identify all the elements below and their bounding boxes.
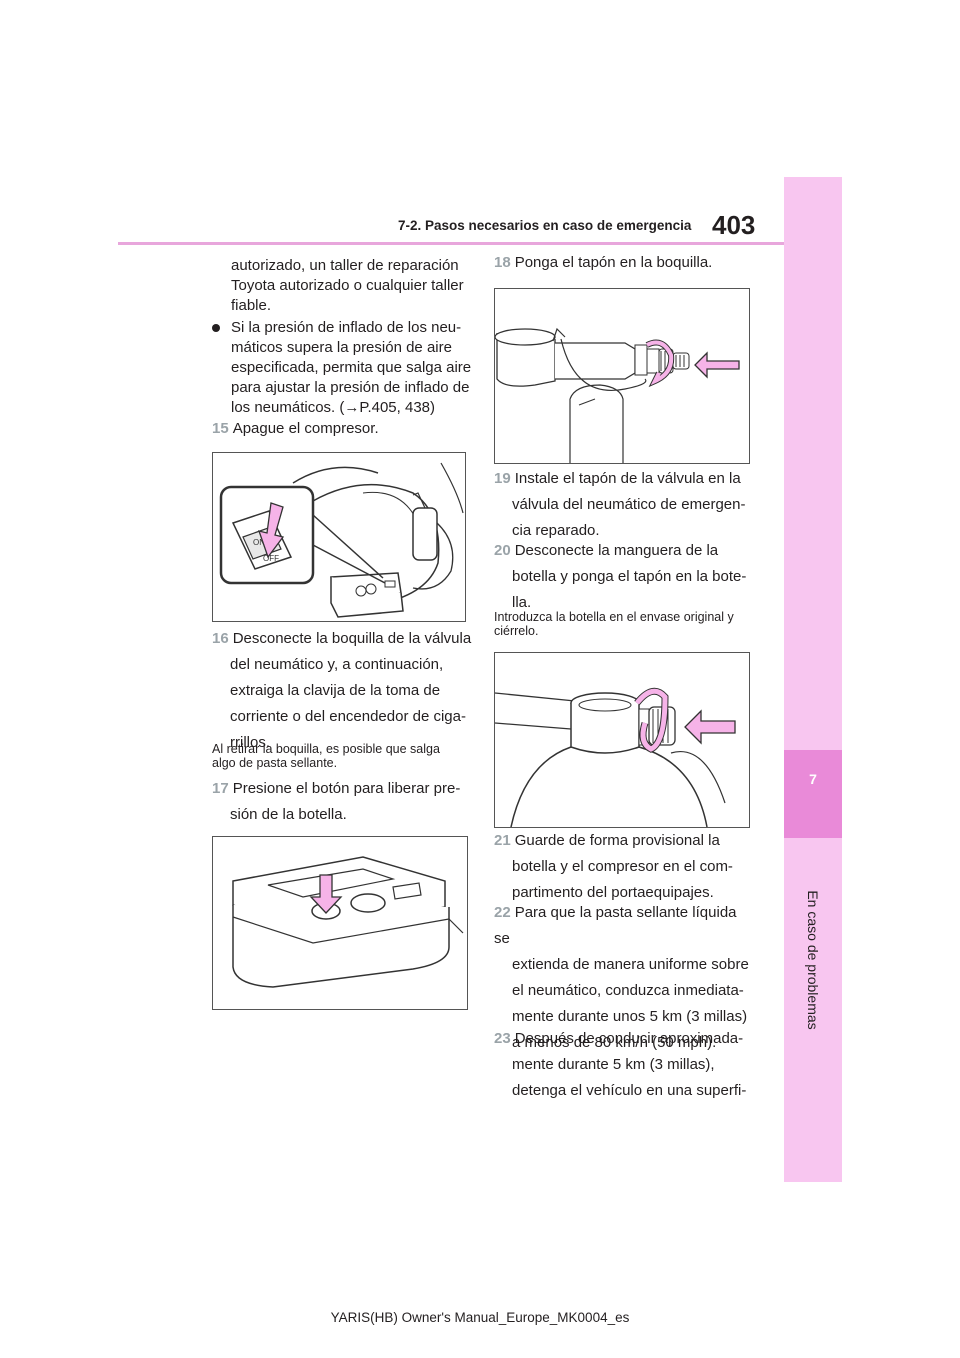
step-number: 16 [212, 630, 229, 647]
push-arrow-icon [684, 709, 736, 745]
step-number: 20 [494, 542, 511, 559]
page-number: 403 [712, 210, 756, 240]
press-arrow-icon [257, 502, 285, 559]
step-number: 19 [494, 470, 511, 487]
figure-cap-nozzle [494, 288, 750, 464]
figure-release-button [212, 836, 468, 1010]
step-number: 15 [212, 420, 229, 437]
header-divider [118, 242, 784, 245]
compressor-switch-illustration: ON OFF [219, 462, 464, 618]
footer-manual-id: YARIS(HB) Owner's Manual_Europe_MK0004_e… [330, 1310, 630, 1325]
chapter-side-tab [784, 177, 842, 1182]
figure-cap-bottle [494, 652, 750, 828]
figure-compressor-switch: ON OFF [212, 452, 466, 622]
press-arrow-icon [309, 874, 343, 914]
step-number: 18 [494, 254, 511, 271]
intro-text: autorizado, un taller de reparación Toyo… [231, 257, 464, 314]
note-16: Al retirar la boquilla, es posible que s… [212, 742, 440, 770]
chapter-number-box [784, 750, 842, 838]
cap-nozzle-illustration [495, 327, 740, 463]
note-20: Introduzca la botella en el envase origi… [494, 610, 734, 638]
switch-off-label: OFF [263, 554, 279, 563]
bullet-dot-icon [212, 324, 220, 332]
release-button-illustration [232, 856, 464, 988]
cap-bottle-illustration [495, 687, 736, 827]
step-number: 23 [494, 1030, 511, 1047]
push-arrow-icon [694, 351, 740, 379]
switch-on-label: ON [253, 538, 265, 547]
step-number: 21 [494, 832, 511, 849]
section-title: 7-2. Pasos necesarios en caso de emergen… [398, 218, 692, 233]
step-number: 22 [494, 904, 511, 921]
step-text: Apague el compresor. [232, 420, 379, 437]
step-number: 17 [212, 780, 229, 797]
chapter-title: En caso de problemas [805, 890, 821, 1030]
bullet-item: Si la presión de inflado de los neu- mát… [212, 318, 472, 418]
chapter-number: 7 [809, 771, 817, 787]
